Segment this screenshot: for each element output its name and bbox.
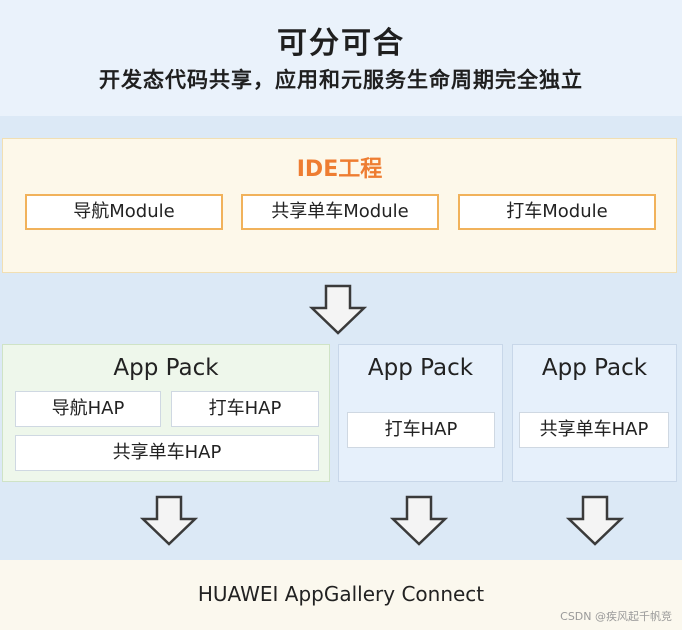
ide-project-box: IDE工程 导航Module 共享单车Module 打车Module	[2, 138, 677, 273]
app-pack-3-title: App Pack	[541, 355, 648, 381]
down-arrow-icon	[309, 284, 367, 335]
module-navigation: 导航Module	[25, 194, 223, 230]
module-bike-sharing: 共享单车Module	[241, 194, 439, 230]
watermark: CSDN @疾风起千帆竞	[560, 610, 672, 623]
hap-ride-hailing: 打车HAP	[347, 412, 495, 448]
app-pack-1-title: App Pack	[113, 355, 219, 381]
down-arrow-icon	[140, 495, 198, 546]
app-pack-2-title: App Pack	[367, 355, 474, 381]
app-pack-3: App Pack 共享单车HAP	[512, 344, 677, 482]
down-arrow-icon	[390, 495, 448, 546]
ide-title: IDE工程	[296, 157, 383, 182]
hap-ride-hailing: 打车HAP	[171, 391, 319, 427]
appgallery-connect-label: HUAWEI AppGallery Connect	[197, 582, 485, 606]
header-banner: 可分可合 开发态代码共享，应用和元服务生命周期完全独立	[0, 0, 682, 116]
app-pack-1: App Pack 导航HAP 打车HAP 共享单车HAP	[2, 344, 330, 482]
hap-bike-sharing: 共享单车HAP	[519, 412, 669, 448]
diagram-subtitle: 开发态代码共享，应用和元服务生命周期完全独立	[99, 68, 583, 92]
diagram-title: 可分可合	[277, 26, 405, 61]
hap-navigation: 导航HAP	[15, 391, 161, 427]
hap-bike-sharing: 共享单车HAP	[15, 435, 319, 471]
footer-banner: HUAWEI AppGallery Connect CSDN @疾风起千帆竞	[0, 560, 682, 630]
module-ride-hailing: 打车Module	[458, 194, 656, 230]
down-arrow-icon	[566, 495, 624, 546]
app-pack-2: App Pack 打车HAP	[338, 344, 503, 482]
